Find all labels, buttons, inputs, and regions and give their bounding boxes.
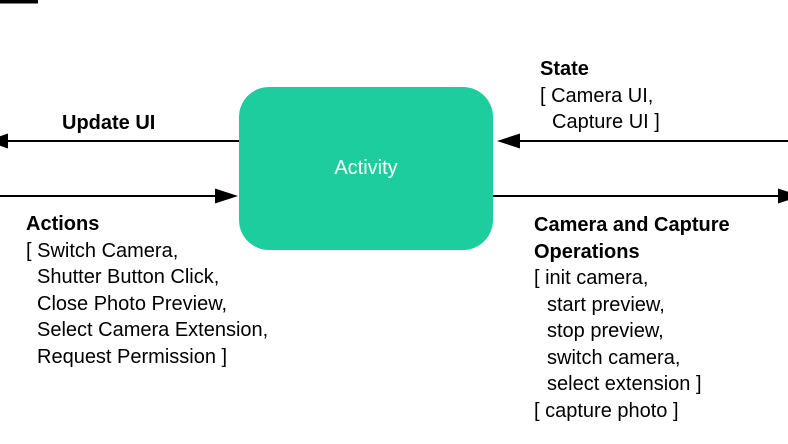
arrowhead-right-clipped-icon — [778, 188, 788, 204]
actions-item: [ Switch Camera, — [26, 239, 179, 262]
actions-item: Select Camera Extension, — [37, 319, 269, 341]
operations-block: Camera and Capture Operations [ init cam… — [534, 212, 730, 424]
operations-label-line1: Camera and Capture — [534, 214, 730, 236]
arrowhead-right-icon — [215, 188, 238, 204]
update-ui-label: Update UI — [62, 112, 156, 134]
operations-item: select extension ] — [547, 373, 702, 395]
operations-item: [ init camera, — [534, 267, 649, 289]
state-label: State — [540, 58, 589, 80]
operations-extra-item: [ capture photo ] — [534, 399, 679, 422]
actions-label: Actions — [26, 213, 100, 235]
arrowhead-left-clipped-icon — [0, 133, 8, 149]
activity-node-label: Activity — [334, 157, 398, 179]
actions-block: Actions [ Switch Camera, Shutter Button … — [26, 211, 268, 370]
state-item: Capture UI ] — [552, 111, 660, 133]
actions-item: Shutter Button Click, — [37, 266, 220, 288]
state-block: State [ Camera UI, Capture UI ] — [540, 56, 660, 136]
operations-label-line2: Operations — [534, 240, 640, 263]
state-arrow — [497, 133, 788, 149]
activity-node: Activity — [239, 87, 493, 250]
operations-item: start preview, — [547, 293, 665, 316]
state-item: [ Camera UI, — [540, 84, 654, 107]
clipped-top-left-bar — [0, 0, 38, 4]
operations-item: switch camera, — [547, 346, 681, 369]
update-ui-arrow — [0, 133, 239, 149]
actions-arrow — [0, 188, 238, 204]
arrowhead-left-icon — [497, 133, 520, 149]
actions-item: Request Permission ] — [37, 345, 228, 368]
actions-item: Close Photo Preview, — [37, 292, 228, 315]
operations-arrow — [493, 188, 788, 204]
operations-item: stop preview, — [547, 320, 664, 342]
